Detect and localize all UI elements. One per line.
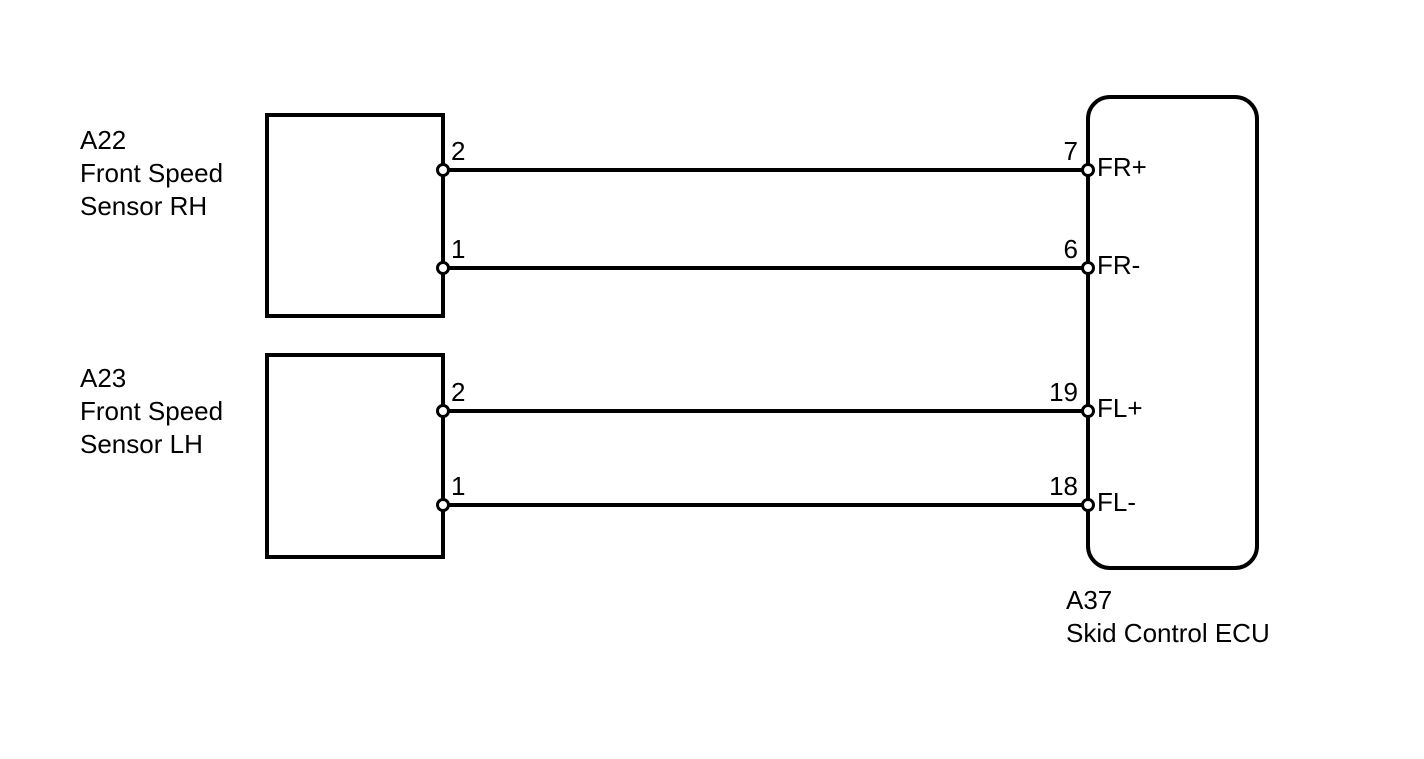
connector-name-line: Skid Control ECU (1066, 618, 1270, 648)
pin-label-fl-plus: FL+ (1097, 393, 1143, 423)
connector-name-line: Front Speed (80, 158, 224, 188)
pin-number-a23-2: 2 (451, 377, 466, 407)
connector-code: A37 (1066, 585, 1113, 615)
connector-code: A22 (80, 125, 127, 155)
connector-code: A23 (80, 363, 127, 393)
connector-box-a23 (265, 353, 445, 559)
wire-fl-minus (440, 503, 1090, 507)
terminal-a22-pin1 (436, 261, 450, 275)
terminal-a23-pin1 (436, 498, 450, 512)
pin-number-a23-1: 1 (451, 471, 466, 501)
pin-number-a22-2: 2 (451, 136, 466, 166)
connector-name-line: Front Speed (80, 396, 224, 426)
terminal-a22-pin2 (436, 163, 450, 177)
wire-fr-minus (440, 266, 1090, 270)
component-label-a37: A37 Skid Control ECU (1066, 584, 1270, 650)
terminal-a37-pin18 (1081, 498, 1095, 512)
terminal-a37-pin7 (1081, 163, 1095, 177)
pin-number-a37-19: 19 (1049, 377, 1078, 407)
pin-number-a22-1: 1 (451, 234, 466, 264)
pin-label-fr-plus: FR+ (1097, 152, 1147, 182)
terminal-a23-pin2 (436, 404, 450, 418)
component-label-a22: A22 Front Speed Sensor RH (80, 124, 223, 223)
connector-box-a37-ecu (1086, 95, 1259, 570)
pin-label-fl-minus: FL- (1097, 487, 1136, 517)
terminal-a37-pin6 (1081, 261, 1095, 275)
connector-name-line: Sensor RH (80, 191, 208, 221)
pin-label-fr-minus: FR- (1097, 250, 1141, 280)
wire-fl-plus (440, 409, 1090, 413)
pin-number-a37-6: 6 (1063, 234, 1078, 264)
pin-number-a37-7: 7 (1063, 136, 1078, 166)
terminal-a37-pin19 (1081, 404, 1095, 418)
connector-box-a22 (265, 113, 445, 318)
wire-fr-plus (440, 168, 1090, 172)
connector-name-line: Sensor LH (80, 429, 203, 459)
pin-number-a37-18: 18 (1049, 471, 1078, 501)
component-label-a23: A23 Front Speed Sensor LH (80, 362, 223, 461)
